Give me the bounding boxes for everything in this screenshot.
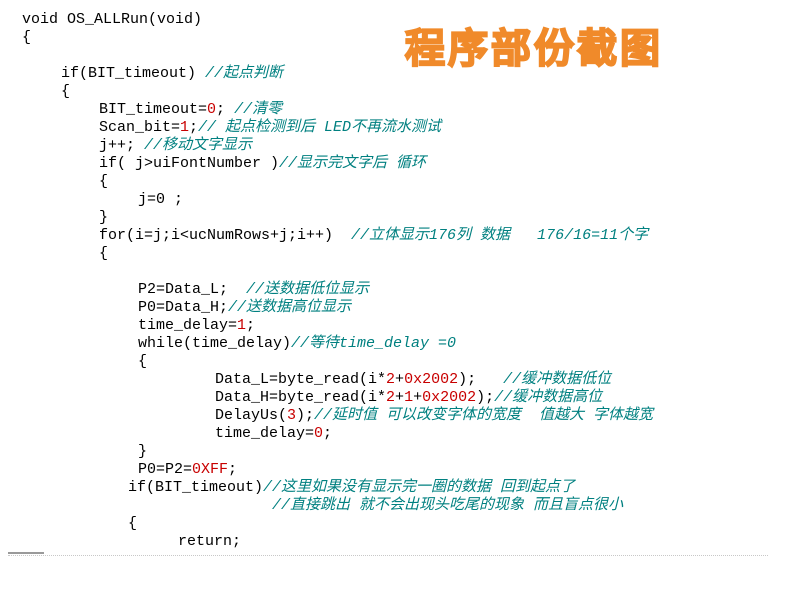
code-token: ;: [216, 101, 235, 118]
code-token: P0=Data_H;: [138, 299, 229, 316]
code-token: j++;: [99, 137, 145, 154]
code-number: 0x2002: [404, 371, 459, 388]
code-number: 3: [287, 407, 297, 424]
code-token: Scan_bit=: [99, 119, 181, 136]
code-token: {: [61, 83, 71, 100]
code-token: +: [395, 389, 405, 406]
code-comment: //缓冲数据低位: [503, 371, 612, 388]
code-line: {: [99, 173, 108, 191]
code-number: 1: [237, 317, 247, 334]
code-token: }: [138, 443, 148, 460]
code-line: {: [138, 353, 147, 371]
code-token: {: [138, 353, 148, 370]
code-token: time_delay=: [138, 317, 238, 334]
code-line: time_delay=0;: [215, 425, 332, 443]
code-comment: //等待time_delay =0: [291, 335, 457, 352]
code-token: {: [22, 29, 32, 46]
code-token: +: [395, 371, 405, 388]
code-number: 2: [386, 389, 396, 406]
code-comment: //送数据低位显示: [246, 281, 370, 298]
code-token: if( j>uiFontNumber ): [99, 155, 280, 172]
code-line: if(BIT_timeout)//这里如果没有显示完一圈的数据 回到起点了: [128, 479, 575, 497]
code-token: return;: [178, 533, 242, 550]
bottom-divider: [8, 555, 768, 556]
code-line: P0=P2=0XFF;: [138, 461, 237, 479]
code-line: {: [22, 29, 31, 47]
code-token: +: [413, 389, 423, 406]
code-comment: //显示完文字后 循环: [279, 155, 427, 172]
code-line: Data_L=byte_read(i*2+0x2002); //缓冲数据低位: [215, 371, 611, 389]
code-line: }: [138, 443, 147, 461]
code-line: {: [99, 245, 108, 263]
code-comment: //清零: [234, 101, 283, 118]
code-comment: //立体显示176列 数据 176/16=11个字: [351, 227, 649, 244]
code-number: 1: [180, 119, 190, 136]
code-token: );: [296, 407, 315, 424]
code-comment: //这里如果没有显示完一圈的数据 回到起点了: [263, 479, 576, 496]
scrollbar-stub: [8, 552, 44, 554]
code-line: if(BIT_timeout) //起点判断: [61, 65, 283, 83]
code-comment: //延时值 可以改变字体的宽度 值越大 字体越宽: [314, 407, 654, 424]
code-line: {: [128, 515, 137, 533]
code-comment: //起点判断: [205, 65, 284, 82]
code-token: ;: [323, 425, 333, 442]
code-token: DelayUs(: [215, 407, 288, 424]
code-token: BIT_timeout=: [99, 101, 208, 118]
code-token: {: [99, 245, 109, 262]
code-token: Data_H=byte_read(i*: [215, 389, 387, 406]
code-token: {: [128, 515, 138, 532]
watermark-title: 程序部份截图: [404, 25, 663, 73]
code-token: {: [99, 173, 109, 190]
code-token: if(BIT_timeout): [128, 479, 264, 496]
code-token: for(i=j;i<ucNumRows+j;i++): [99, 227, 352, 244]
code-token: Data_L=byte_read(i*: [215, 371, 387, 388]
code-line: //直接跳出 就不会出现头吃尾的现象 而且盲点很小: [272, 497, 623, 515]
code-comment: //移动文字显示: [144, 137, 253, 154]
code-number: 2: [386, 371, 396, 388]
code-comment: // 起点检测到后 LED不再流水测试: [198, 119, 442, 136]
code-token: P2=Data_L;: [138, 281, 247, 298]
code-token: P0=P2=: [138, 461, 193, 478]
code-line: Scan_bit=1;// 起点检测到后 LED不再流水测试: [99, 119, 441, 137]
code-line: j++; //移动文字显示: [99, 137, 252, 155]
code-line: void OS_ALLRun(void): [22, 11, 202, 29]
code-line: while(time_delay)//等待time_delay =0: [138, 335, 456, 353]
code-number: 0XFF: [192, 461, 229, 478]
code-token: while(time_delay): [138, 335, 292, 352]
code-line: for(i=j;i<ucNumRows+j;i++) //立体显示176列 数据…: [99, 227, 648, 245]
code-line: time_delay=1;: [138, 317, 255, 335]
code-token: void OS_ALLRun(void): [22, 11, 203, 28]
code-line: Data_H=byte_read(i*2+1+0x2002);//缓冲数据高位: [215, 389, 602, 407]
code-token: }: [99, 209, 109, 226]
code-comment: //直接跳出 就不会出现头吃尾的现象 而且盲点很小: [272, 497, 624, 514]
code-line: BIT_timeout=0; //清零: [99, 101, 282, 119]
code-line: }: [99, 209, 108, 227]
code-line: P2=Data_L; //送数据低位显示: [138, 281, 369, 299]
code-token: );: [476, 389, 495, 406]
code-line: if( j>uiFontNumber )//显示完文字后 循环: [99, 155, 426, 173]
code-line: {: [61, 83, 70, 101]
code-line: P0=Data_H;//送数据高位显示: [138, 299, 351, 317]
code-token: if(BIT_timeout): [61, 65, 206, 82]
code-token: );: [458, 371, 504, 388]
code-number: 0: [207, 101, 217, 118]
code-comment: //缓冲数据高位: [494, 389, 603, 406]
code-line: DelayUs(3);//延时值 可以改变字体的宽度 值越大 字体越宽: [215, 407, 653, 425]
code-token: ;: [228, 461, 238, 478]
code-line: j=0 ;: [138, 191, 183, 209]
code-editor-view: void OS_ALLRun(void){if(BIT_timeout) //起…: [22, 11, 653, 551]
code-comment: //送数据高位显示: [228, 299, 352, 316]
code-line: return;: [178, 533, 241, 551]
code-token: j=0 ;: [138, 191, 184, 208]
code-token: time_delay=: [215, 425, 315, 442]
code-number: 1: [404, 389, 414, 406]
code-number: 0x2002: [422, 389, 477, 406]
code-token: ;: [189, 119, 199, 136]
code-token: ;: [246, 317, 256, 334]
code-number: 0: [314, 425, 324, 442]
